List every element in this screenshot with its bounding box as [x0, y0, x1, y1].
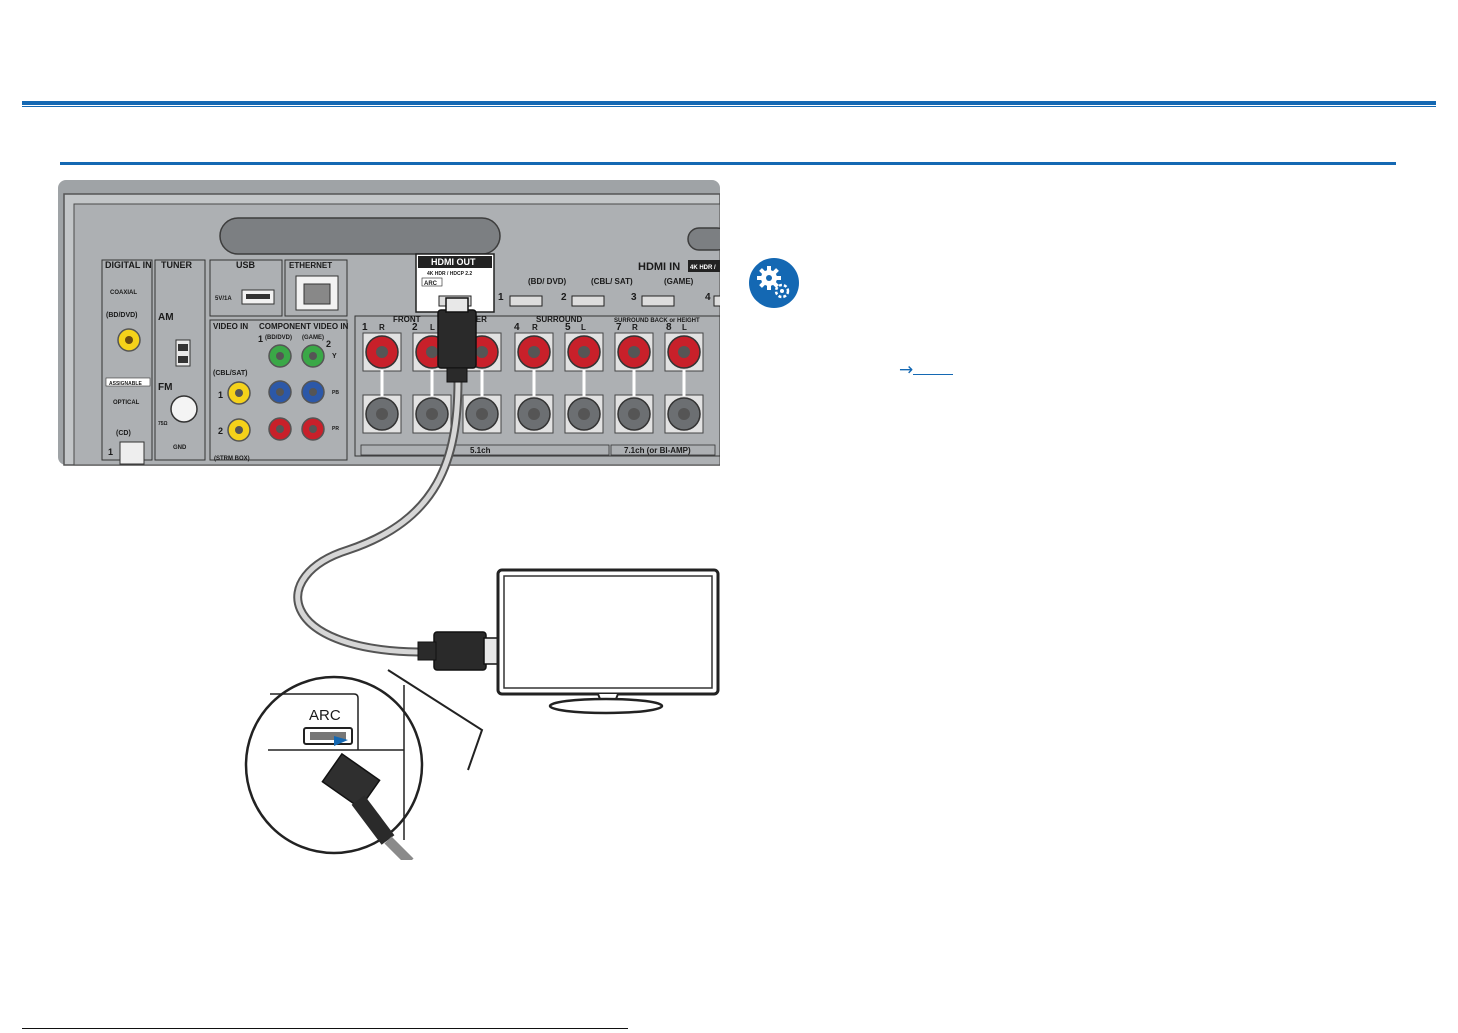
ethernet-section: ETHERNET: [284, 259, 348, 317]
svg-text:Y: Y: [332, 353, 337, 360]
section-rule: [60, 162, 1396, 165]
svg-text:FM: FM: [158, 382, 172, 393]
svg-text:L: L: [682, 323, 687, 332]
svg-text:1: 1: [108, 447, 113, 457]
svg-text:USB: USB: [236, 260, 256, 270]
reference-link-underline: [913, 360, 954, 375]
svg-text:2: 2: [412, 322, 418, 333]
svg-text:(BD/ DVD): (BD/ DVD): [528, 277, 567, 286]
svg-text:L: L: [430, 323, 435, 332]
svg-text:GND: GND: [173, 445, 187, 451]
svg-text:SURROUND: SURROUND: [536, 315, 582, 324]
terminal-hole: [528, 346, 540, 358]
svg-text:1: 1: [362, 322, 368, 333]
svg-text:2: 2: [561, 292, 567, 303]
terminal-hole: [476, 346, 488, 358]
svg-text:1: 1: [258, 334, 263, 344]
svg-text:5.1ch: 5.1ch: [470, 446, 491, 455]
svg-text:4K HDR / HDCP 2.2: 4K HDR / HDCP 2.2: [427, 271, 472, 277]
svg-text:8: 8: [666, 322, 672, 333]
footer-rule: [22, 1028, 628, 1029]
svg-text:OPTICAL: OPTICAL: [113, 400, 140, 406]
hdmi-in-section: HDMI IN 4K HDR / 1 (BD/ DVD) 2 (CBL/ SAT…: [498, 260, 720, 307]
svg-text:R: R: [532, 323, 538, 332]
header-rule-thin: [22, 106, 1436, 107]
svg-text:PR: PR: [332, 426, 339, 432]
reference-link[interactable]: →: [899, 360, 954, 380]
arrow-icon: →: [899, 360, 914, 380]
terminal-hole: [426, 346, 438, 358]
svg-text:75Ω: 75Ω: [158, 421, 168, 427]
svg-text:(CD): (CD): [116, 430, 131, 437]
svg-text:2: 2: [218, 426, 223, 436]
terminal-hole: [426, 408, 438, 420]
svg-text:7.1ch (or BI-AMP): 7.1ch (or BI-AMP): [624, 446, 691, 455]
terminal-hole: [628, 408, 640, 420]
svg-text:3: 3: [631, 292, 637, 303]
terminal-hole: [678, 408, 690, 420]
svg-text:7: 7: [616, 322, 622, 333]
svg-text:1: 1: [218, 390, 223, 400]
terminal-hole: [476, 408, 488, 420]
svg-text:HDMI OUT: HDMI OUT: [431, 257, 476, 267]
svg-text:R: R: [379, 323, 385, 332]
terminal-hole: [628, 346, 640, 358]
svg-text:L: L: [581, 323, 586, 332]
svg-text:AM: AM: [158, 312, 174, 323]
antenna: [219, 217, 501, 255]
svg-text:PB: PB: [332, 390, 339, 396]
svg-text:5V/1A: 5V/1A: [215, 296, 232, 302]
header-rule: [22, 101, 1436, 105]
tuner-section: TUNER AM FM 75Ω GND: [154, 259, 206, 461]
svg-text:5: 5: [565, 322, 571, 333]
svg-text:COMPONENT VIDEO IN: COMPONENT VIDEO IN: [259, 322, 349, 331]
svg-text:R: R: [632, 323, 638, 332]
digital-in-label: DIGITAL IN: [105, 260, 152, 270]
video-in-section: VIDEO IN COMPONENT VIDEO IN (CBL/SAT) 1 …: [209, 319, 349, 462]
svg-text:(BD/DVD): (BD/DVD): [106, 312, 138, 319]
tv-illustration: [496, 568, 720, 715]
svg-text:4: 4: [705, 292, 711, 303]
svg-text:4: 4: [514, 322, 520, 333]
terminal-hole: [578, 346, 590, 358]
svg-text:TUNER: TUNER: [161, 260, 192, 270]
svg-text:FRONT: FRONT: [393, 315, 421, 324]
svg-text:VIDEO IN: VIDEO IN: [213, 322, 248, 331]
arc-zoom-callout: ARC: [244, 669, 484, 860]
svg-text:(BD/DVD): (BD/DVD): [265, 335, 292, 341]
digital-in-section: DIGITAL IN COAXIAL (BD/DVD) ASSIGNABLE O…: [101, 259, 153, 465]
svg-text:HDMI IN: HDMI IN: [638, 261, 680, 273]
svg-text:ASSIGNABLE: ASSIGNABLE: [109, 381, 142, 387]
receiver-back-panel: [58, 180, 720, 466]
svg-text:(GAME): (GAME): [664, 277, 694, 286]
svg-text:COAXIAL: COAXIAL: [110, 290, 137, 296]
svg-text:1: 1: [498, 292, 504, 303]
zoom-arc-label: ARC: [309, 707, 341, 724]
terminal-hole: [376, 408, 388, 420]
usb-section: USB 5V/1A: [209, 259, 283, 317]
terminal-hole: [578, 408, 590, 420]
svg-text:ARC: ARC: [424, 281, 438, 287]
svg-text:4K HDR /: 4K HDR /: [690, 265, 716, 271]
connection-illustration: DIGITAL IN COAXIAL (BD/DVD) ASSIGNABLE O…: [58, 180, 720, 860]
svg-text:2: 2: [326, 339, 331, 349]
svg-text:ETHERNET: ETHERNET: [289, 261, 332, 270]
svg-text:(GAME): (GAME): [302, 335, 324, 341]
terminal-hole: [376, 346, 388, 358]
svg-text:(STRM BOX): (STRM BOX): [214, 456, 250, 462]
svg-text:(CBL/SAT): (CBL/SAT): [213, 370, 247, 377]
svg-text:SURROUND BACK or HEIGHT: SURROUND BACK or HEIGHT: [614, 318, 700, 324]
svg-text:(CBL/ SAT): (CBL/ SAT): [591, 277, 633, 286]
terminal-hole: [678, 346, 690, 358]
terminal-hole: [528, 408, 540, 420]
gear-icon: [748, 257, 800, 309]
